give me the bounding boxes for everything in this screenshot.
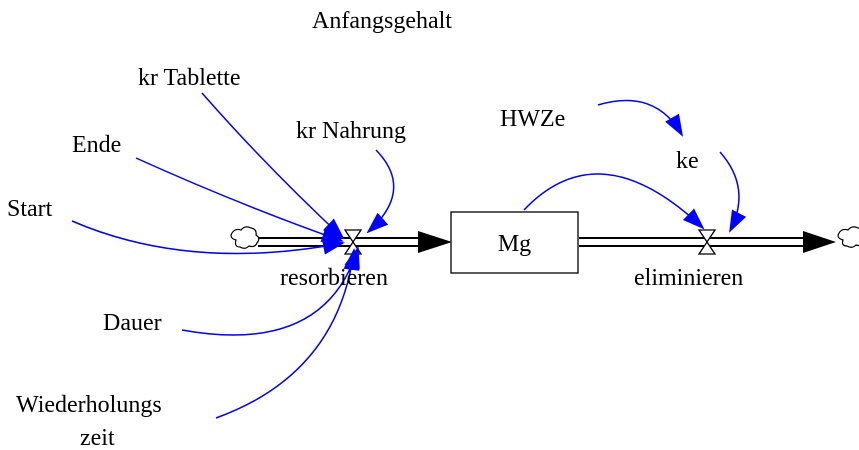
label-dauer[interactable]: Dauer	[103, 310, 162, 336]
label-kr-nahrung[interactable]: kr Nahrung	[296, 118, 406, 144]
link-start	[71, 220, 345, 255]
label-start[interactable]: Start	[7, 196, 53, 222]
label-hwze[interactable]: HWZe	[500, 106, 565, 132]
sink-cloud-icon	[837, 226, 859, 248]
label-ende[interactable]: Ende	[72, 132, 121, 158]
label-resorbieren[interactable]: resorbieren	[280, 265, 388, 291]
label-kr-tablette[interactable]: kr Tablette	[138, 65, 241, 91]
link-ende	[135, 157, 344, 242]
valve-resorbieren-icon[interactable]	[343, 229, 363, 255]
label-anfangsgehalt[interactable]: Anfangsgehalt	[312, 8, 452, 34]
valve-eliminieren-icon[interactable]	[697, 229, 717, 255]
link-kr-nahrung	[366, 149, 395, 234]
link-kr-tablette	[201, 92, 345, 240]
stock-mg-label: Mg	[498, 231, 531, 257]
link-ke	[719, 151, 747, 233]
link-mg	[523, 173, 705, 230]
stock-mg[interactable]: Mg	[450, 211, 579, 274]
label-ke[interactable]: ke	[676, 148, 699, 174]
label-wiederholungs[interactable]: Wiederholungs	[16, 392, 162, 418]
link-hwze	[597, 99, 683, 137]
source-cloud-icon	[230, 226, 260, 249]
link-dauer	[181, 246, 360, 336]
label-zeit[interactable]: zeit	[80, 425, 115, 450]
causal-links	[71, 92, 747, 419]
outflow-pipe	[579, 231, 836, 253]
label-eliminieren[interactable]: eliminieren	[634, 265, 743, 291]
link-wiederholungszeit	[215, 248, 360, 419]
